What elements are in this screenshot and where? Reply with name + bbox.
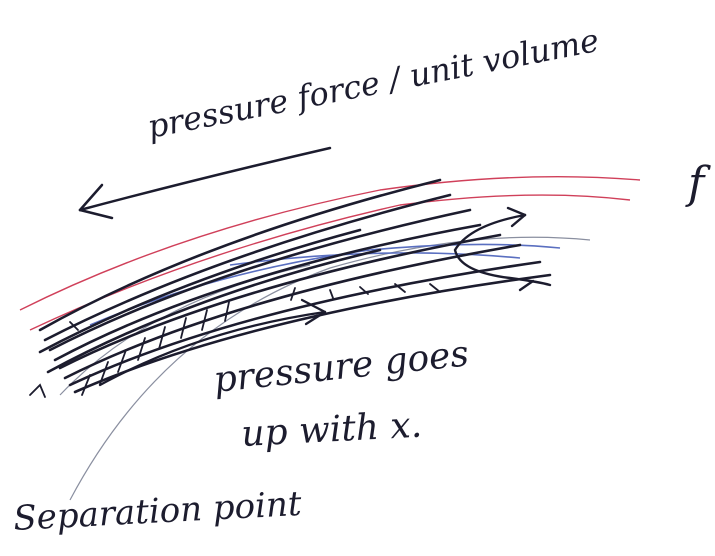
pressure-goes-label-line1: pressure goes [212,333,471,401]
pressure-goes-label-line2: up with x. [240,405,423,455]
pressure-force-label: pressure force / unit volume [144,21,602,146]
pressure-force-arrow [80,148,330,218]
f-mark: f [685,158,711,209]
separation-point-label: Separation point [12,484,302,539]
